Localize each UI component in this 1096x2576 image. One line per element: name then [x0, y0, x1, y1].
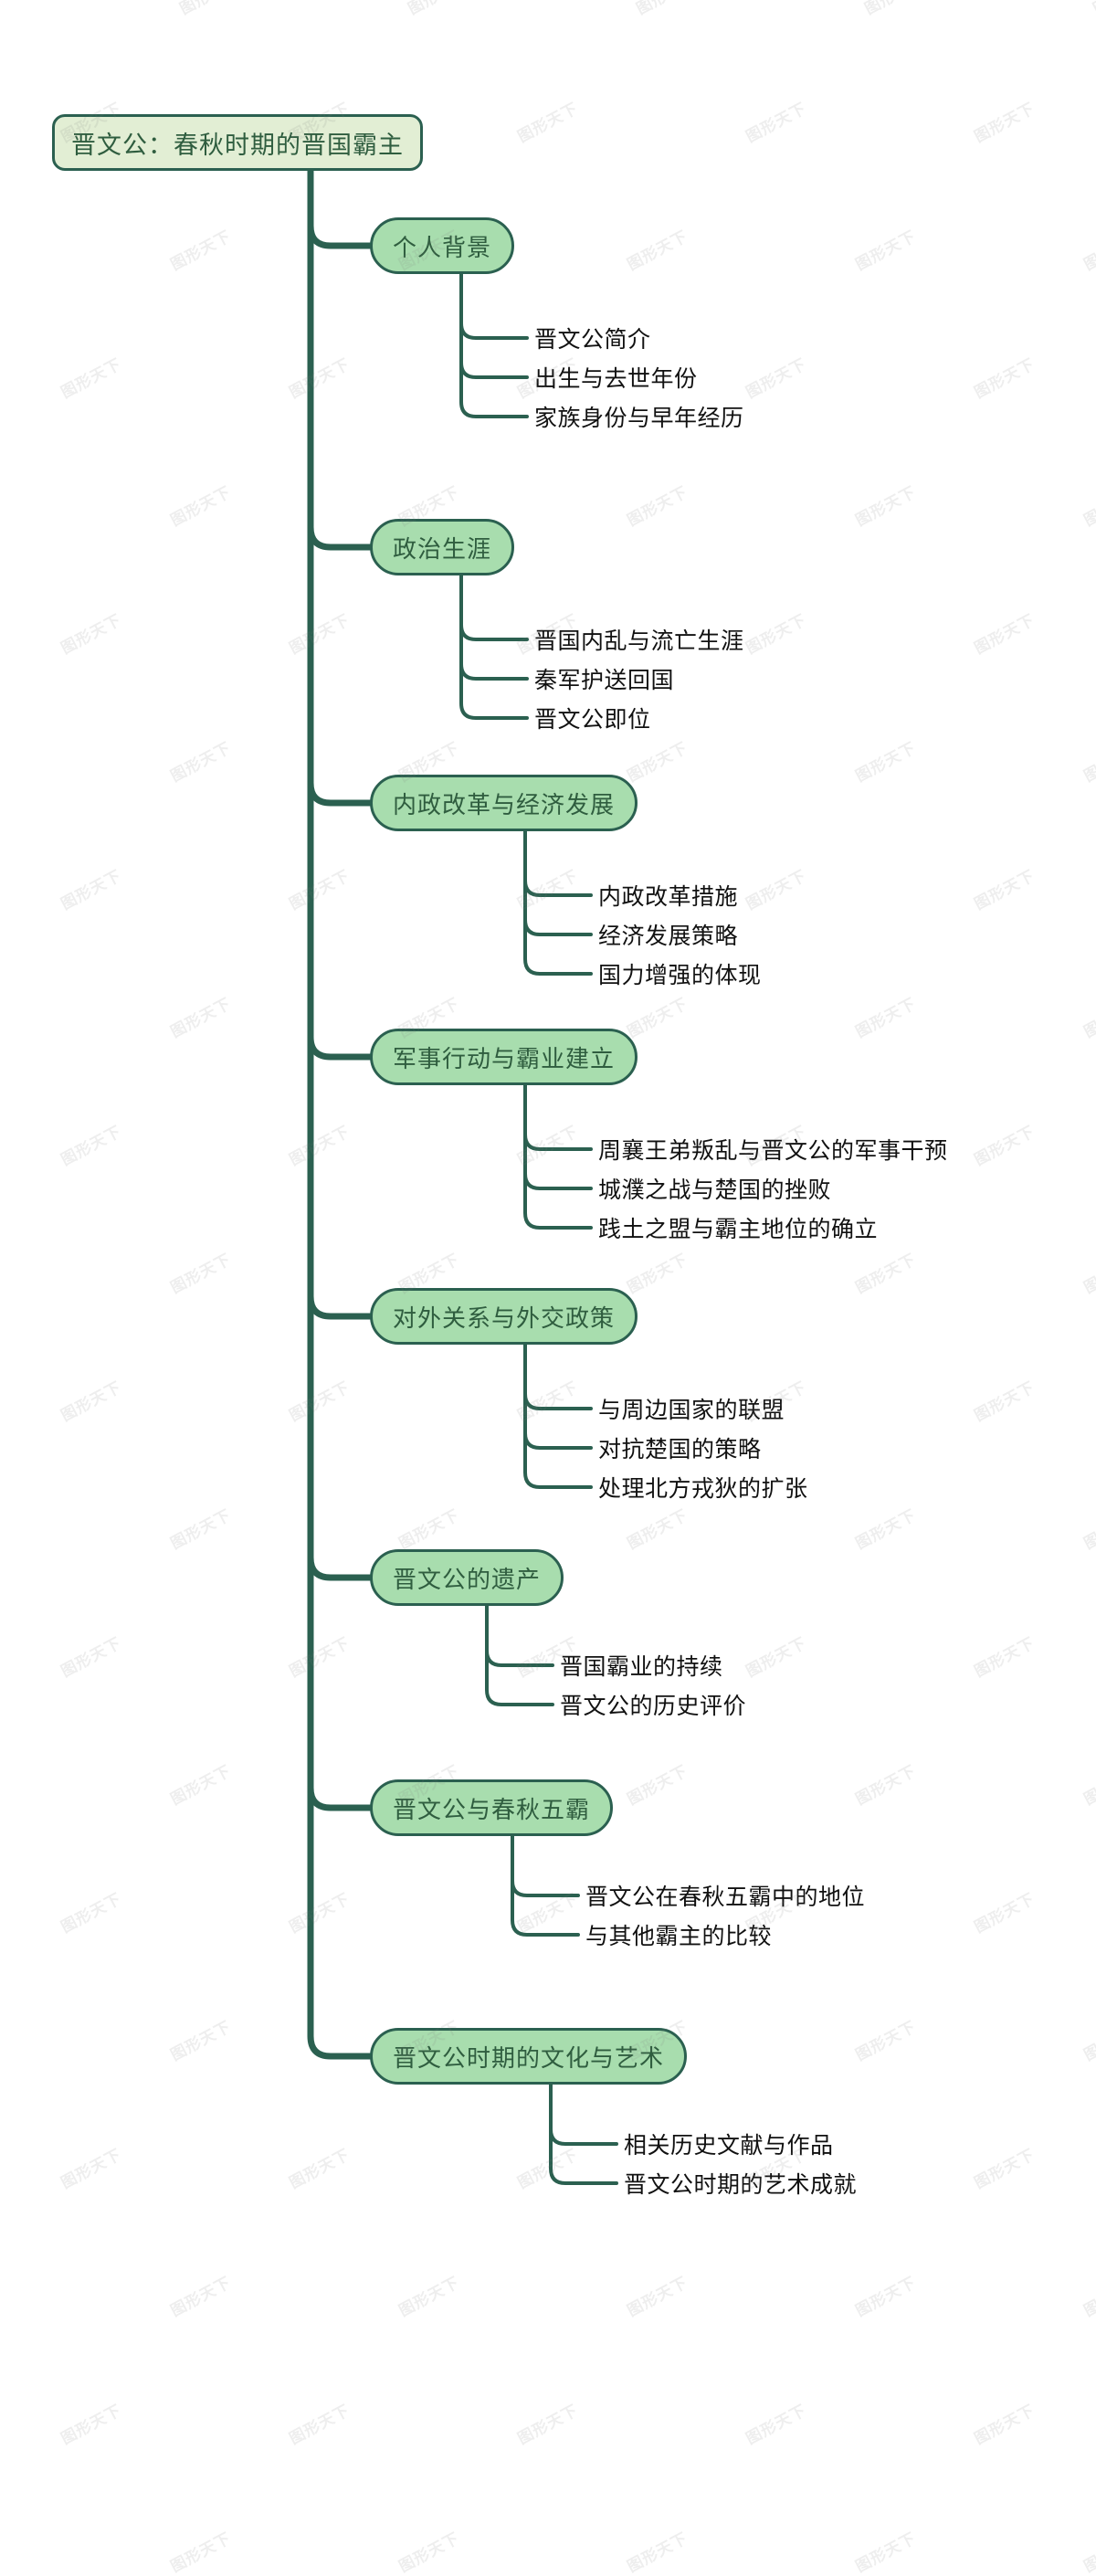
branch-node-label: 晋文公的遗产: [393, 1565, 542, 1593]
branch-node-2[interactable]: 政治生涯: [370, 519, 515, 575]
leaf-node-5-2[interactable]: 对抗楚国的策略: [598, 1432, 762, 1463]
branch-node-1[interactable]: 个人背景: [370, 217, 515, 274]
leaf-node-5-3[interactable]: 处理北方戎狄的扩张: [598, 1472, 808, 1503]
branch-node-5[interactable]: 对外关系与外交政策: [370, 1288, 638, 1345]
root-node[interactable]: 晋文公：春秋时期的晋国霸主: [52, 114, 423, 171]
leaf-node-label: 国力增强的体现: [598, 963, 762, 988]
root-node-label: 晋文公：春秋时期的晋国霸主: [71, 131, 404, 159]
branch-node-label: 晋文公与春秋五霸: [393, 1795, 591, 1823]
leaf-node-label: 晋文公的历史评价: [560, 1694, 747, 1719]
watermark-text: 图形天下: [624, 2528, 691, 2576]
leaf-node-label: 秦军护送回国: [534, 668, 675, 693]
leaf-node-7-1[interactable]: 晋文公在春秋五霸中的地位: [585, 1880, 865, 1911]
leaf-node-7-2[interactable]: 与其他霸主的比较: [585, 1919, 772, 1950]
leaf-node-label: 相关历史文献与作品: [624, 2133, 834, 2159]
watermark-text: 图形天下: [395, 2528, 463, 2576]
leaf-node-label: 城濮之战与楚国的挫败: [598, 1177, 832, 1203]
leaf-node-6-2[interactable]: 晋文公的历史评价: [560, 1689, 746, 1720]
branch-node-label: 军事行动与霸业建立: [393, 1044, 616, 1072]
watermark-text: 图形天下: [167, 2528, 235, 2576]
leaf-node-4-1[interactable]: 周襄王弟叛乱与晋文公的军事干预: [598, 1134, 948, 1165]
leaf-node-5-1[interactable]: 与周边国家的联盟: [598, 1393, 785, 1424]
branch-node-label: 内政改革与经济发展: [393, 790, 616, 818]
branch-node-8[interactable]: 晋文公时期的文化与艺术: [370, 2028, 688, 2085]
leaf-node-8-1[interactable]: 相关历史文献与作品: [624, 2128, 834, 2159]
leaf-node-label: 周襄王弟叛乱与晋文公的军事干预: [598, 1138, 948, 1164]
leaf-node-label: 出生与去世年份: [534, 366, 698, 392]
leaf-node-2-3[interactable]: 晋文公即位: [534, 702, 651, 734]
leaf-node-label: 与周边国家的联盟: [598, 1398, 785, 1423]
connector-lines: [307, 167, 618, 2185]
leaf-node-6-1[interactable]: 晋国霸业的持续: [560, 1650, 723, 1681]
leaf-node-2-1[interactable]: 晋国内乱与流亡生涯: [534, 624, 744, 655]
branch-node-label: 个人背景: [393, 233, 492, 261]
leaf-node-label: 处理北方戎狄的扩张: [598, 1476, 808, 1502]
leaf-node-4-2[interactable]: 城濮之战与楚国的挫败: [598, 1173, 831, 1204]
watermark-text: 图形天下: [852, 2528, 920, 2576]
leaf-node-1-2[interactable]: 出生与去世年份: [534, 362, 698, 393]
leaf-node-1-3[interactable]: 家族身份与早年经历: [534, 401, 744, 432]
leaf-node-label: 对抗楚国的策略: [598, 1437, 762, 1462]
leaf-node-label: 晋文公即位: [534, 707, 651, 733]
branch-node-label: 对外关系与外交政策: [393, 1304, 616, 1332]
leaf-node-label: 晋文公时期的艺术成就: [624, 2172, 858, 2198]
branch-node-label: 政治生涯: [393, 534, 492, 563]
leaf-node-label: 晋文公简介: [534, 327, 651, 353]
branch-node-4[interactable]: 军事行动与霸业建立: [370, 1029, 638, 1085]
leaf-node-label: 践土之盟与霸主地位的确立: [598, 1217, 879, 1242]
leaf-node-3-3[interactable]: 国力增强的体现: [598, 958, 762, 989]
leaf-node-8-2[interactable]: 晋文公时期的艺术成就: [624, 2168, 857, 2199]
leaf-node-label: 晋文公在春秋五霸中的地位: [585, 1884, 866, 1910]
leaf-node-label: 晋国内乱与流亡生涯: [534, 628, 744, 654]
branch-node-label: 晋文公时期的文化与艺术: [393, 2043, 665, 2072]
leaf-node-1-1[interactable]: 晋文公简介: [534, 322, 651, 354]
leaf-node-4-3[interactable]: 践土之盟与霸主地位的确立: [598, 1212, 878, 1243]
branch-node-6[interactable]: 晋文公的遗产: [370, 1549, 564, 1606]
leaf-node-label: 晋国霸业的持续: [560, 1654, 723, 1680]
leaf-node-label: 经济发展策略: [598, 924, 739, 949]
leaf-node-label: 内政改革措施: [598, 884, 739, 910]
leaf-node-3-1[interactable]: 内政改革措施: [598, 880, 738, 911]
branch-node-3[interactable]: 内政改革与经济发展: [370, 775, 638, 831]
watermark-text: 图形天下: [1080, 2528, 1096, 2576]
leaf-node-2-2[interactable]: 秦军护送回国: [534, 663, 674, 694]
branch-node-7[interactable]: 晋文公与春秋五霸: [370, 1779, 614, 1836]
leaf-node-label: 与其他霸主的比较: [585, 1924, 773, 1949]
leaf-node-label: 家族身份与早年经历: [534, 406, 744, 431]
leaf-node-3-2[interactable]: 经济发展策略: [598, 919, 738, 950]
